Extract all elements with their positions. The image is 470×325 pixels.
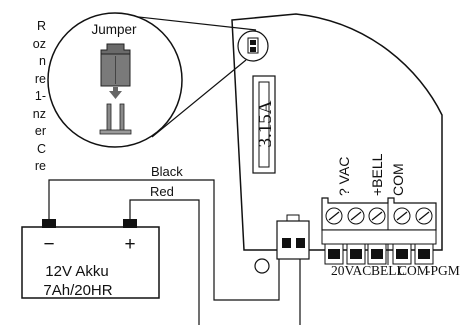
arrow-down-icon [109, 87, 122, 99]
terminal-contacts [324, 243, 434, 265]
terminal-contact [367, 243, 387, 265]
wire-black-label: Black [151, 164, 183, 179]
fuse-label: 3.15A [255, 100, 276, 147]
side-text-line: nz [32, 106, 46, 121]
wire-red [129, 199, 200, 325]
jumper-cap-icon [100, 43, 131, 87]
side-text-line: n [39, 54, 46, 68]
battery-label-line1: 12V Akku [45, 263, 108, 280]
zoom-line-bottom [151, 59, 247, 138]
board-jumper-circle [237, 30, 269, 62]
battery-plus-sign: + [124, 234, 135, 255]
terminal-screws [325, 207, 433, 225]
battery-connector [276, 214, 310, 325]
terminal-label-vac: ? VAC [336, 157, 352, 196]
board-hole [254, 258, 270, 274]
fuse [252, 75, 276, 174]
terminal-label-com: COM [390, 163, 406, 196]
cropped-side-text: R oz n re 1- nz er C re [0, 18, 46, 176]
wire-red-label: Red [150, 184, 174, 199]
side-text-line: 1- [34, 89, 46, 103]
side-text-line: oz [32, 36, 46, 51]
side-text-line: re [34, 159, 46, 173]
terminal-bottom-label-20vac: 20VAC [331, 263, 371, 278]
terminal-contact [346, 243, 366, 265]
side-text-line: C [36, 141, 46, 156]
terminal-contact [392, 243, 412, 265]
side-text-line: R [36, 19, 46, 33]
board-outline [231, 13, 443, 251]
battery-minus-sign: − [43, 234, 54, 255]
screw-icon [368, 207, 386, 225]
terminal-label-bell: +BELL [369, 153, 385, 196]
side-text-line: er [34, 124, 46, 138]
battery-terminal-minus [42, 219, 56, 228]
screw-icon [393, 207, 411, 225]
wire-black [48, 179, 280, 301]
screw-icon [325, 207, 343, 225]
battery-body [21, 226, 160, 299]
battery-label-line2: 7Ah/20HR [43, 282, 112, 299]
terminal-bottom-label-com: COM [398, 263, 429, 278]
screw-icon [347, 207, 365, 225]
board-jumper-icon [247, 37, 259, 54]
jumper-pins-icon [99, 103, 132, 135]
zoom-line-top [120, 14, 257, 31]
terminal-bottom-label-pgm: -PGM [426, 263, 460, 278]
terminal-bottom-label-bell: BELL [371, 263, 405, 278]
side-text-line: re [34, 71, 46, 86]
screw-icon [415, 207, 433, 225]
terminal-contact [324, 243, 344, 265]
jumper-label: Jumper [91, 22, 137, 37]
terminal-contact [414, 243, 434, 265]
battery-terminal-plus [123, 219, 137, 228]
